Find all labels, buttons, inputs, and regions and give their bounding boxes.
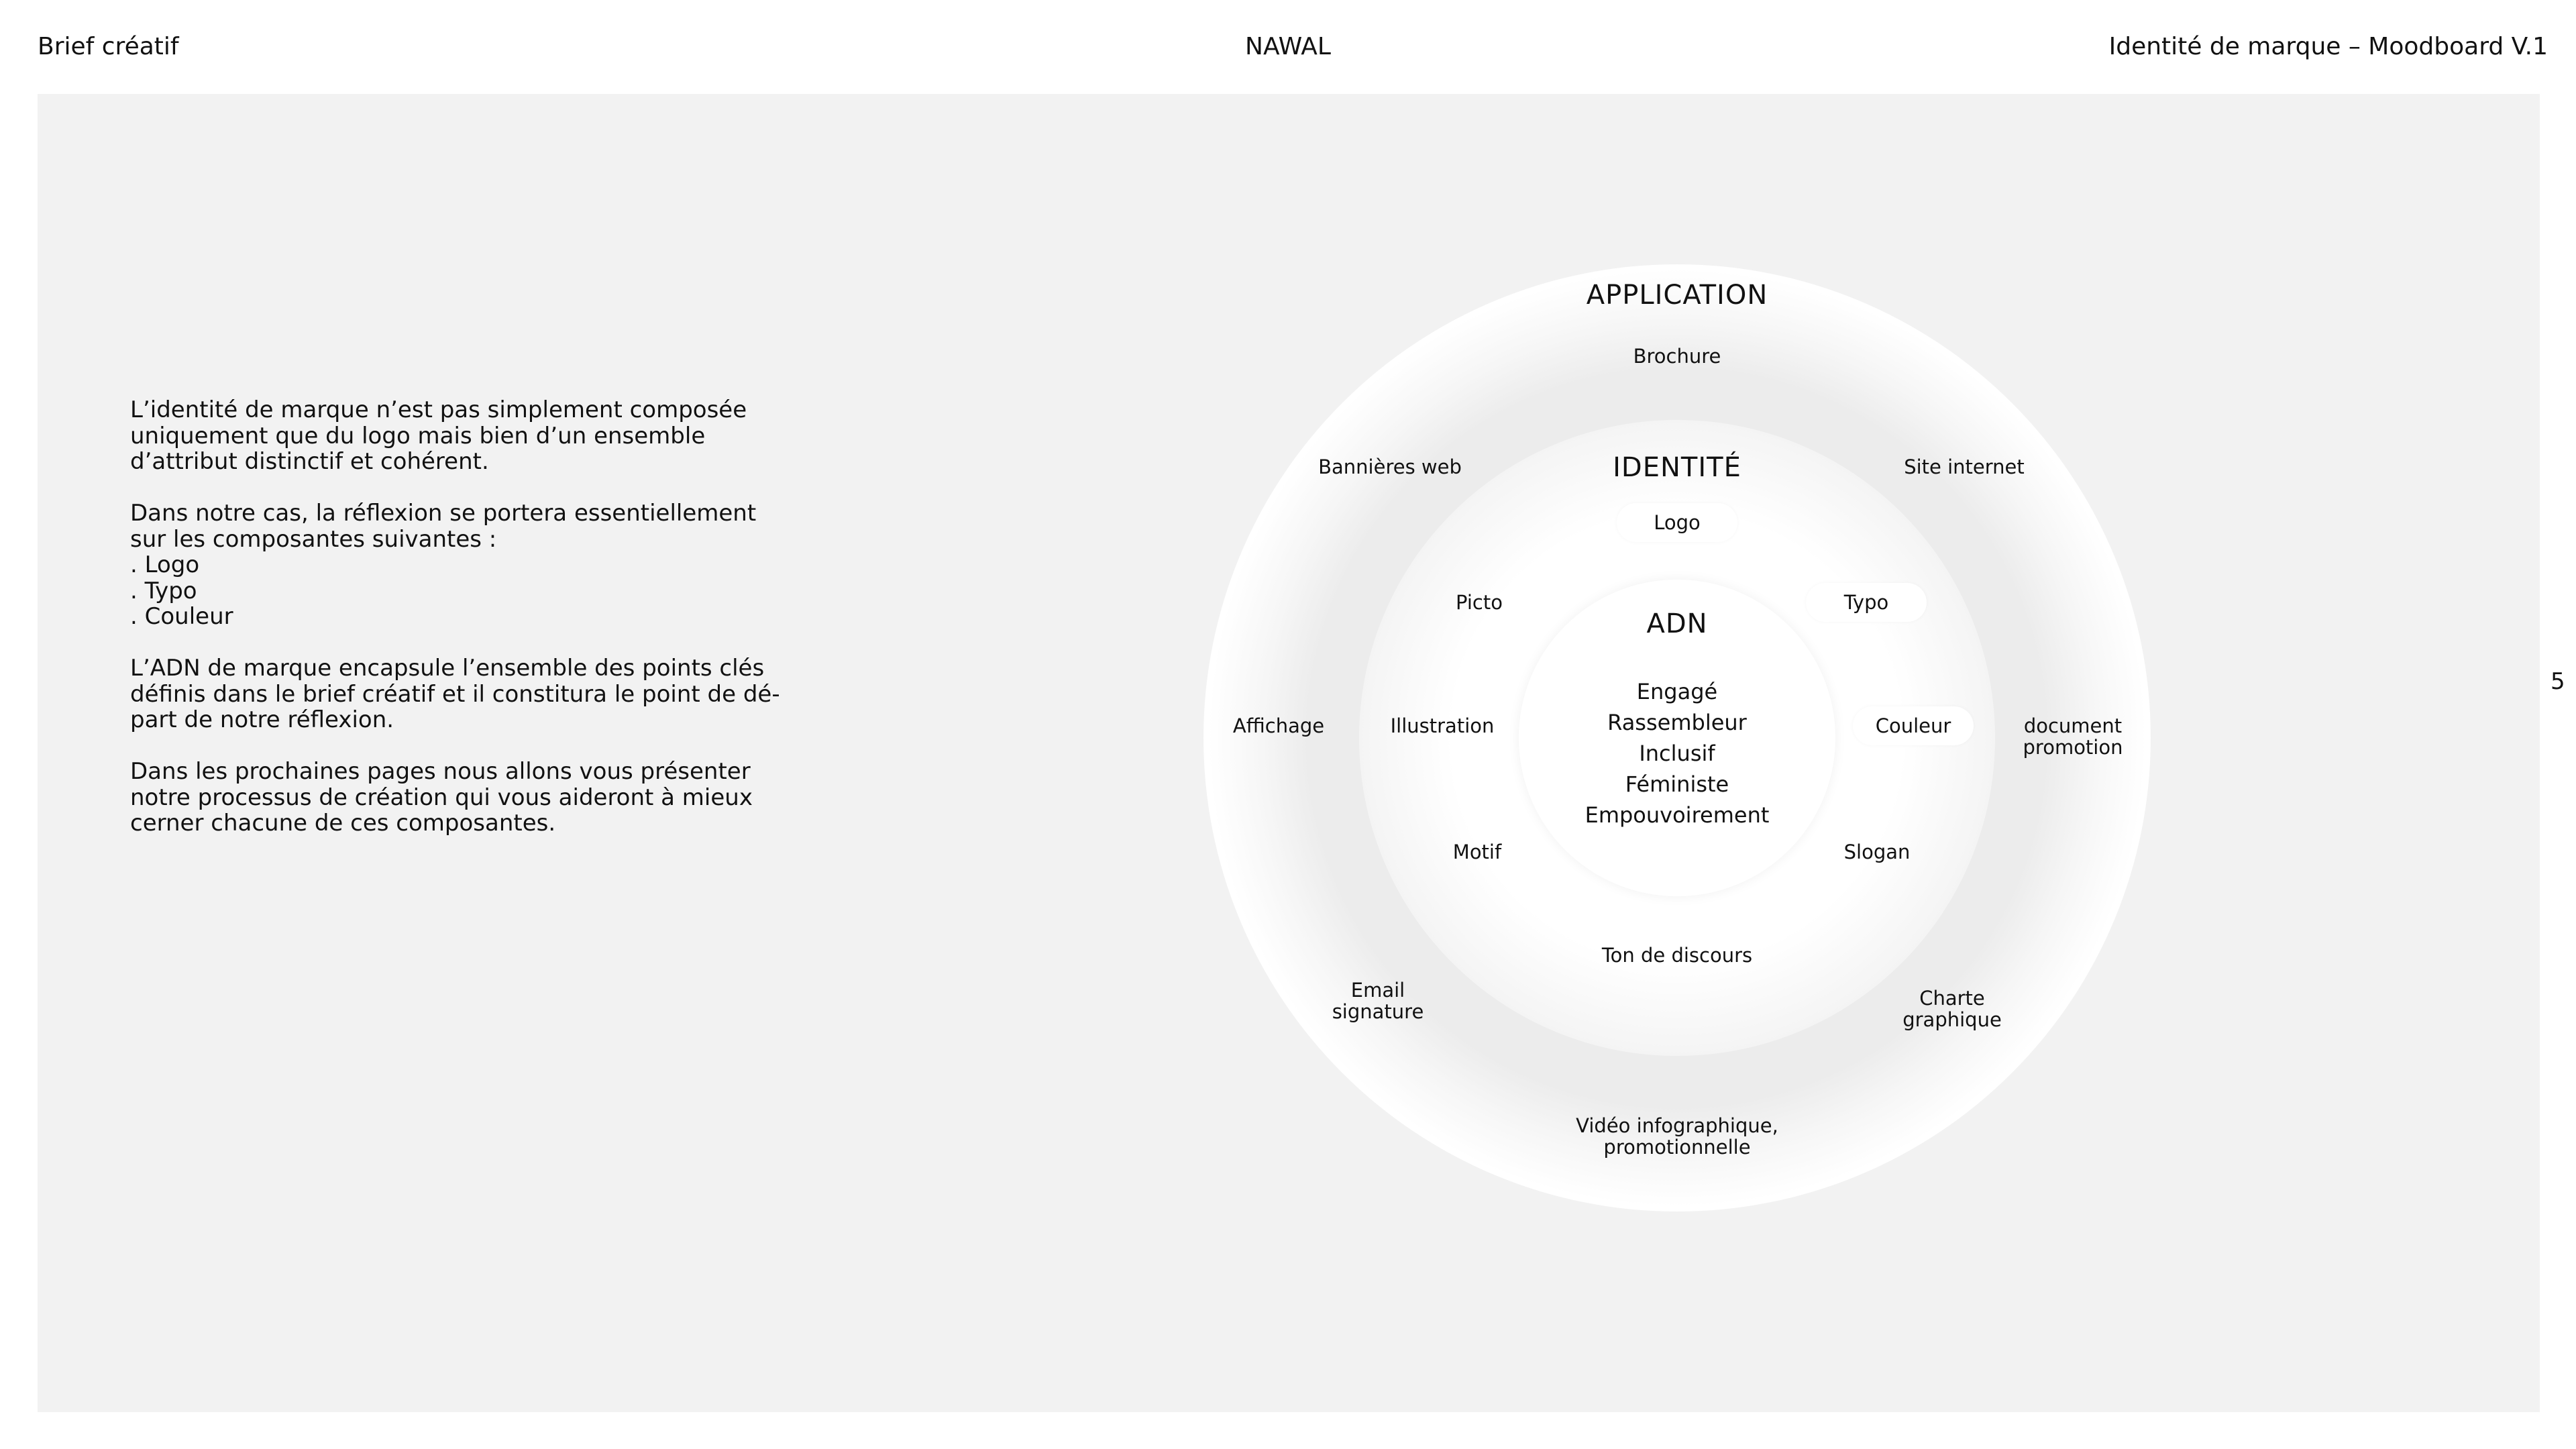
header-brief-label: Brief créatif bbox=[38, 33, 179, 60]
identite-item-slogan: Slogan bbox=[1843, 841, 1911, 863]
intro-paragraph-4: Dans les prochaines pages nous allons vo… bbox=[130, 758, 753, 837]
identite-title: IDENTITÉ bbox=[1613, 452, 1741, 483]
adn-value: Engagé bbox=[1636, 679, 1718, 704]
intro-paragraph-1: L’identité de marque n’est pas simplemen… bbox=[130, 396, 747, 475]
page-number: 5 bbox=[2551, 668, 2565, 695]
application-item-charte-graphique: Charte graphique bbox=[1902, 987, 2002, 1031]
component-item: . Couleur bbox=[130, 603, 233, 630]
application-item-video-infographique: Vidéo infographique, promotionnelle bbox=[1576, 1114, 1778, 1159]
application-item-email-signature: Email signature bbox=[1332, 979, 1424, 1023]
component-item: . Logo bbox=[130, 551, 200, 578]
identite-item-picto: Picto bbox=[1456, 591, 1503, 614]
intro-paragraph-2: Dans notre cas, la réflexion se portera … bbox=[130, 500, 757, 553]
identite-item-couleur: Couleur bbox=[1853, 706, 1974, 745]
application-title: APPLICATION bbox=[1586, 280, 1768, 311]
application-item-bannieres-web: Bannières web bbox=[1318, 455, 1462, 478]
adn-value: Empouvoirement bbox=[1585, 802, 1770, 828]
header-brand-name: NAWAL bbox=[1245, 33, 1331, 60]
adn-ring bbox=[1519, 580, 1835, 896]
adn-title: ADN bbox=[1646, 608, 1708, 639]
adn-values: Engagé Rassembleur Inclusif Féministe Em… bbox=[1585, 676, 1770, 830]
adn-value: Féministe bbox=[1625, 771, 1729, 797]
identite-item-ton-de-discours: Ton de discours bbox=[1601, 944, 1753, 967]
application-item-document-promotion: document promotion bbox=[2023, 714, 2123, 759]
identite-item-logo: Logo bbox=[1617, 503, 1737, 542]
application-item-site-internet: Site internet bbox=[1904, 455, 2025, 478]
identite-item-illustration: Illustration bbox=[1390, 714, 1495, 737]
identite-item-typo: Typo bbox=[1806, 583, 1927, 622]
intro-text: L’identité de marque n’est pas simplemen… bbox=[130, 397, 788, 862]
adn-value: Inclusif bbox=[1639, 741, 1715, 766]
intro-paragraph-3: L’ADN de marque encapsule l’ensemble des… bbox=[130, 655, 780, 733]
application-item-affichage: Affichage bbox=[1232, 714, 1325, 737]
identite-item-motif: Motif bbox=[1452, 841, 1502, 863]
components-list: . Logo . Typo . Couleur bbox=[130, 552, 788, 630]
component-item: . Typo bbox=[130, 577, 197, 604]
header-document-title: Identité de marque – Moodboard V.1 bbox=[2108, 33, 2548, 60]
application-item-brochure: Brochure bbox=[1633, 345, 1721, 368]
adn-value: Rassembleur bbox=[1607, 710, 1747, 735]
